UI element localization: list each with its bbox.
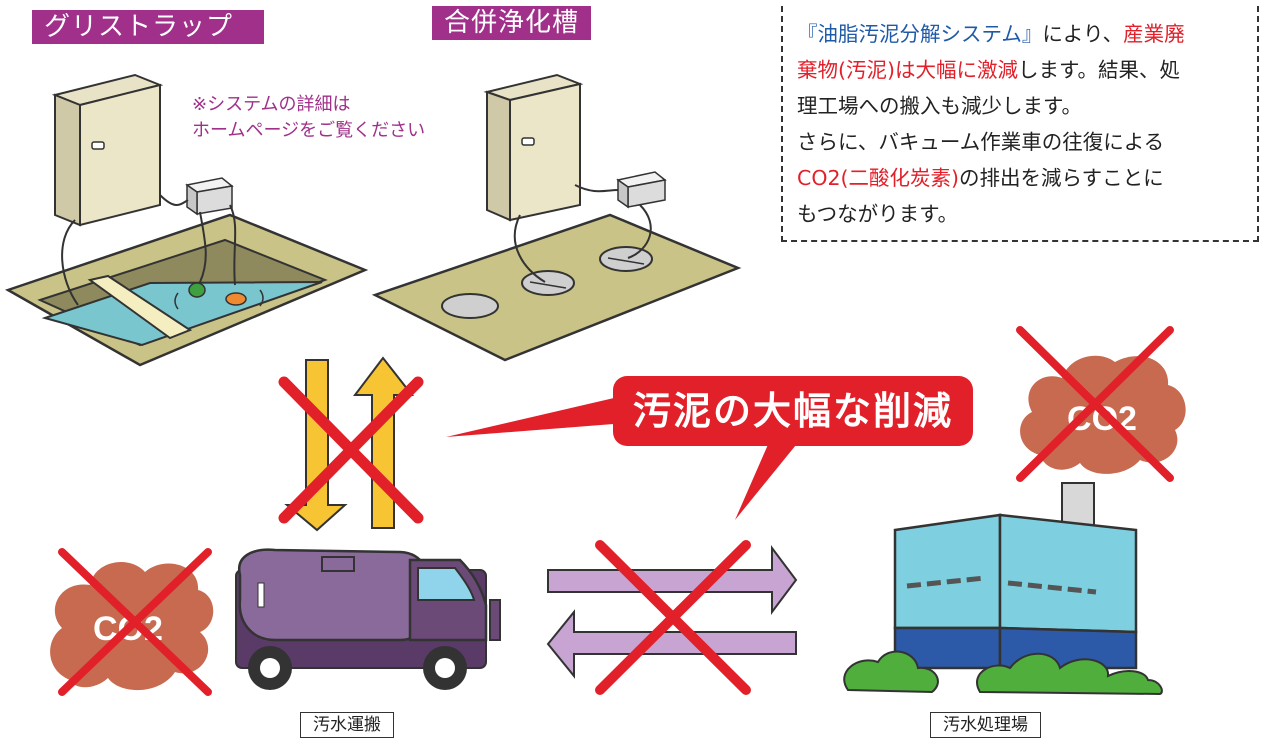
info-box: 『油脂汚泥分解システム』により、産業廃 棄物(汚泥)は大幅に激減します。結果、処… [781, 6, 1259, 242]
co2-cloud-right: CO2 [1016, 326, 1186, 482]
sludge-reduction-callout: 汚泥の大幅な削減 [613, 376, 973, 446]
septic-tank-label: 合併浄化槽 [432, 6, 592, 40]
info-system-name: 『油脂汚泥分解システム』 [797, 22, 1043, 46]
callout-tail-right [735, 440, 800, 520]
transport-arrows-vertical [278, 356, 424, 532]
septic-tank-illustration [371, 73, 742, 362]
grease-trap-label: グリストラップ [32, 10, 264, 44]
treatment-plant [843, 482, 1163, 696]
transport-arrows-horizontal [546, 540, 798, 695]
callout-tail-left [446, 392, 640, 437]
info-l5-text: の排出を減らすことに [959, 166, 1164, 190]
vacuum-truck [235, 548, 501, 690]
info-l6: もつながります。 [797, 202, 959, 226]
info-l2-red: 棄物(汚泥)は大幅に激減 [797, 58, 1018, 82]
grease-trap-illustration [4, 73, 369, 367]
system-note-line1: ※システムの詳細は [192, 94, 351, 115]
system-note-line2: ホームページをご覧ください [192, 120, 426, 141]
info-l2-text: します。結果、処 [1018, 58, 1180, 82]
info-l4: さらに、バキューム作業車の往復による [797, 130, 1165, 154]
transport-caption: 汚水運搬 [300, 712, 394, 738]
co2-cloud-left: CO2 [50, 548, 214, 696]
info-l1-red: 産業廃 [1123, 22, 1185, 46]
plant-caption: 汚水処理場 [930, 712, 1041, 738]
info-l3: 理工場への搬入も減少します。 [797, 94, 1082, 118]
system-note: ※システムの詳細は ホームページをご覧ください [192, 92, 425, 144]
info-l5-red: CO2(二酸化炭素) [797, 166, 959, 190]
info-l1-text: により、 [1042, 22, 1124, 46]
